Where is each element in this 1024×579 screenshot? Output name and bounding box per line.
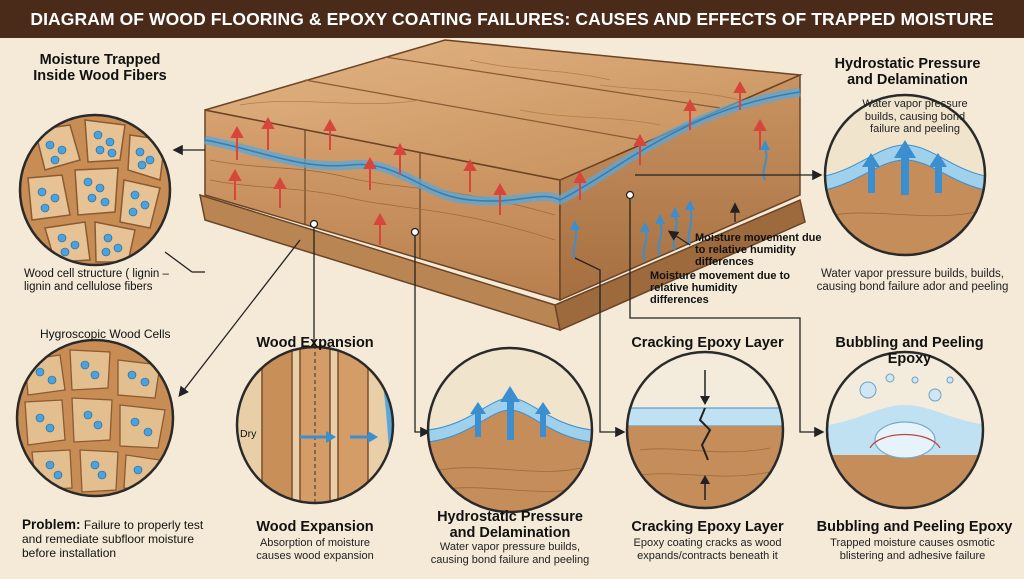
wood-expansion-circle [235,345,395,505]
heading-hydrostatic-bottom: Hydrostatic Pressure and Delamination [437,509,583,541]
caption-cracking-epoxy: Epoxy coating cracks as wood expands/con… [633,537,782,562]
label-moisture-movement-1: Moisture movement due to relative humidi… [695,232,822,268]
heading-moisture-trapped: Moisture Trapped Inside Wood Fibers [33,52,167,84]
caption-hydrostatic-bottom: Water vapor pressure builds, causing bon… [430,541,590,566]
diagram-title: DIAGRAM OF WOOD FLOORING & EPOXY COATING… [0,0,1024,38]
caption-hydrostatic-top: Water vapor pressure builds, builds, cau… [816,268,1009,293]
hydrostatic-bottom-circle [426,346,594,514]
caption-hydrostatic-top-inner: Water vapor pressure builds, causing bon… [862,98,968,135]
label-moisture-movement-2: Moisture movement due to relative humidi… [650,270,790,306]
heading-cracking-epoxy: Cracking Epoxy Layer [631,335,784,351]
heading-wood-expansion: Wood Expansion [256,335,374,351]
cell-structure-circle [18,113,172,267]
heading-bubbling-epoxy-bottom: Bubbling and Peeling Epoxy [816,519,1013,535]
heading-cracking-epoxy-bottom: Cracking Epoxy Layer [631,519,784,535]
problem-label: Problem: [22,517,81,532]
heading-hydrostatic-top: Hydrostatic Pressure and Delamination [834,56,981,88]
heading-hygroscopic: Hygroscopic Wood Cells [40,327,171,341]
heading-bubbling-epoxy: Bubbling and Peeling Epoxy [835,335,984,367]
label-dry: Dry [240,428,257,440]
caption-cell-structure: Wood cell structure ( lignin – lignin an… [24,268,169,293]
problem-text: Failure to properly test and remediate s… [22,518,204,560]
bubbling-epoxy-circle [825,350,985,510]
floor-block [199,39,806,332]
caption-bubbling-epoxy: Trapped moisture causes osmotic blisteri… [830,537,995,562]
hygroscopic-circle [15,338,175,498]
caption-wood-expansion: Absorption of moisture causes wood expan… [256,537,374,562]
cracking-epoxy-circle [625,350,785,510]
problem-statement: Problem: Failure to properly test and re… [22,517,207,561]
connector-lines [164,144,825,438]
heading-wood-expansion-bottom: Wood Expansion [256,519,374,535]
hydrostatic-top-circle [823,93,987,257]
